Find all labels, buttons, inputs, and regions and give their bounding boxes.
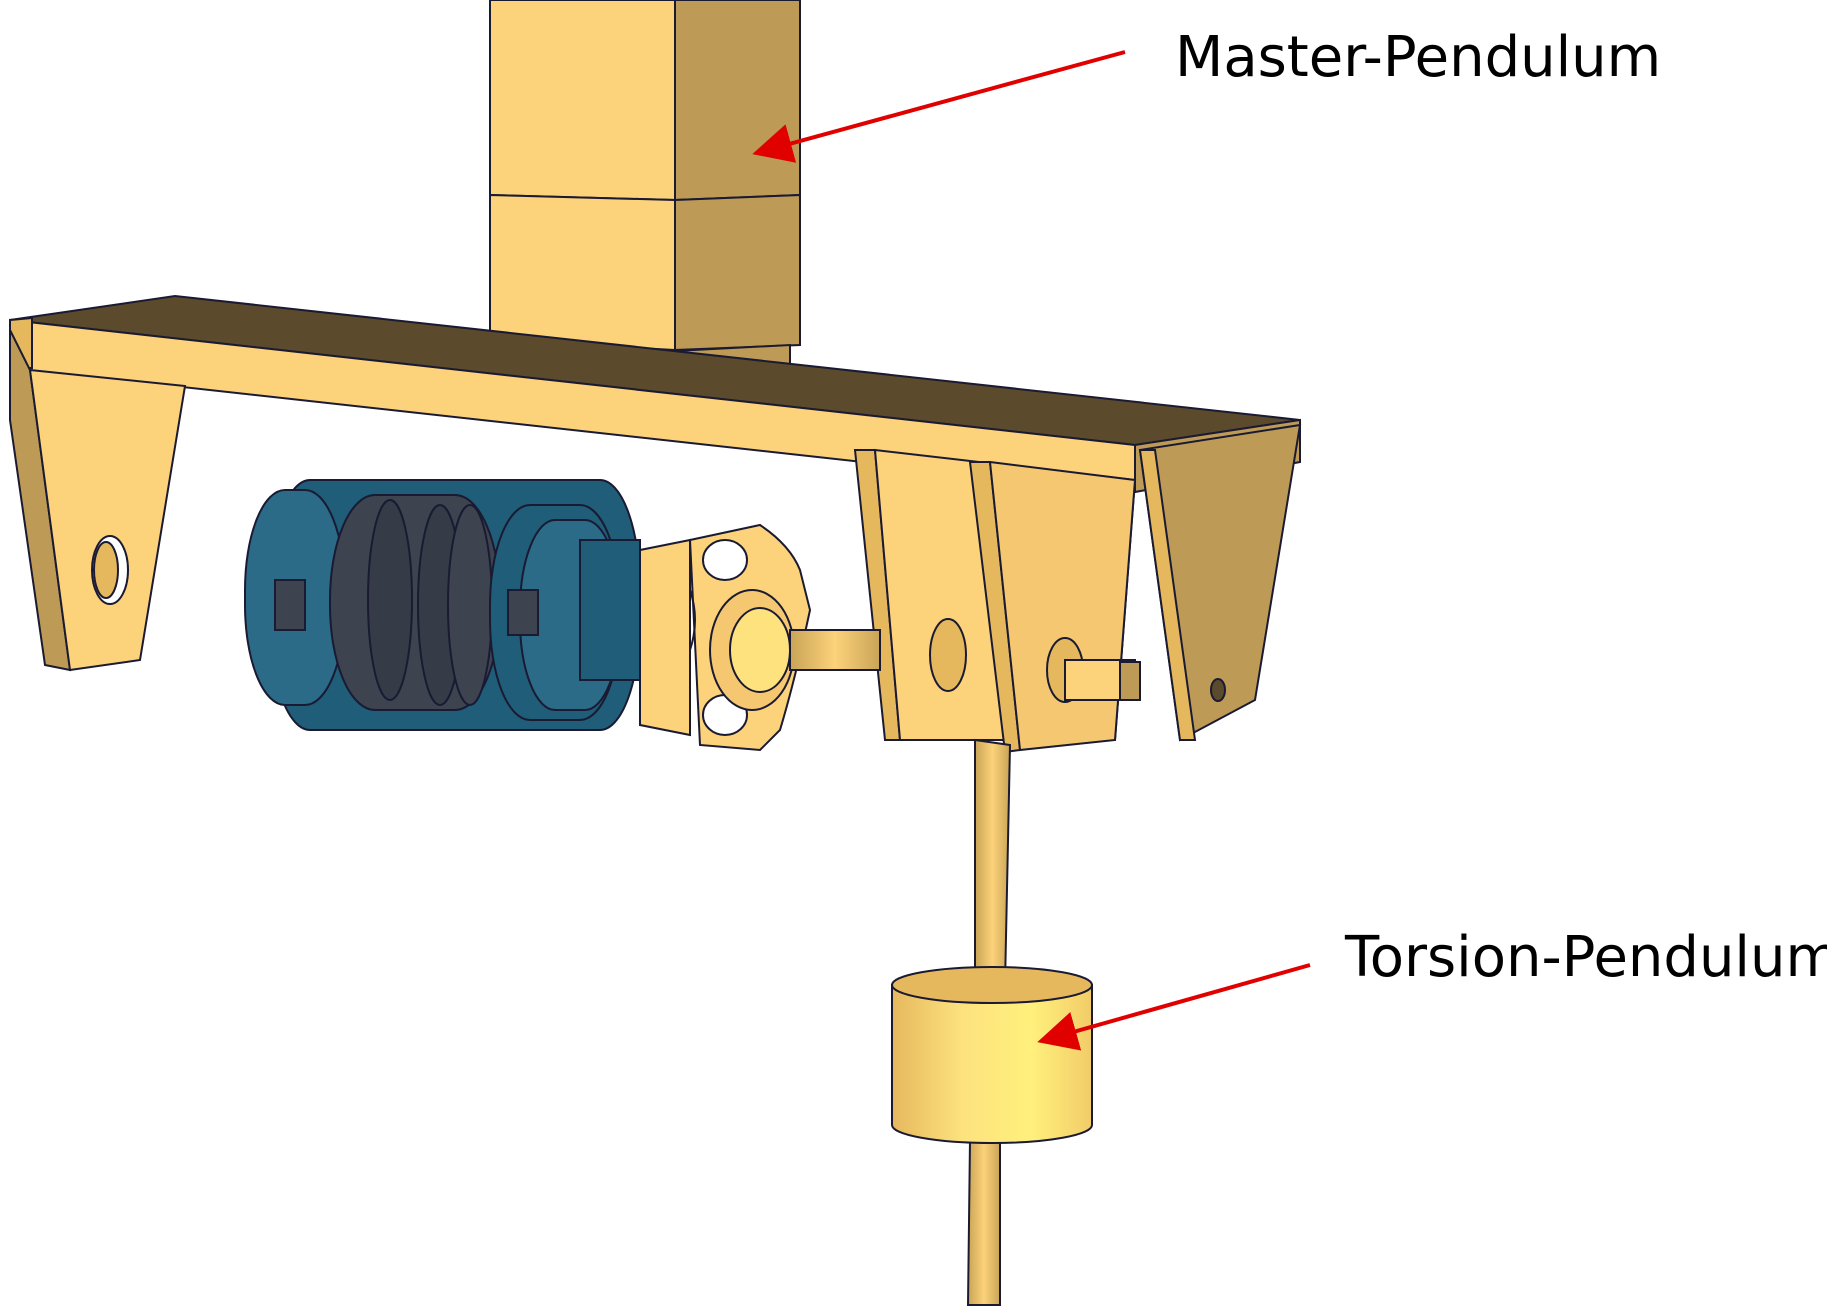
- master-pendulum-column: [489, 0, 801, 394]
- shaft-coupling: [639, 523, 881, 752]
- torsion-pendulum-arrow-icon: [1037, 963, 1311, 1051]
- torsion-pendulum-weight: [891, 966, 1093, 1144]
- torsion-pendulum-rod: [966, 738, 1012, 1306]
- master-pendulum-arrow-icon: [752, 50, 1126, 163]
- torsion-pendulum-label: Torsion-Pendulum: [1345, 925, 1827, 990]
- right-bracket: [1138, 423, 1302, 742]
- center-brackets: [853, 448, 1137, 754]
- spring-damper: [244, 479, 641, 731]
- master-pendulum-label: Master-Pendulum: [1175, 25, 1662, 90]
- pivot-bolts: [929, 618, 1141, 703]
- left-bracket: [9, 329, 187, 672]
